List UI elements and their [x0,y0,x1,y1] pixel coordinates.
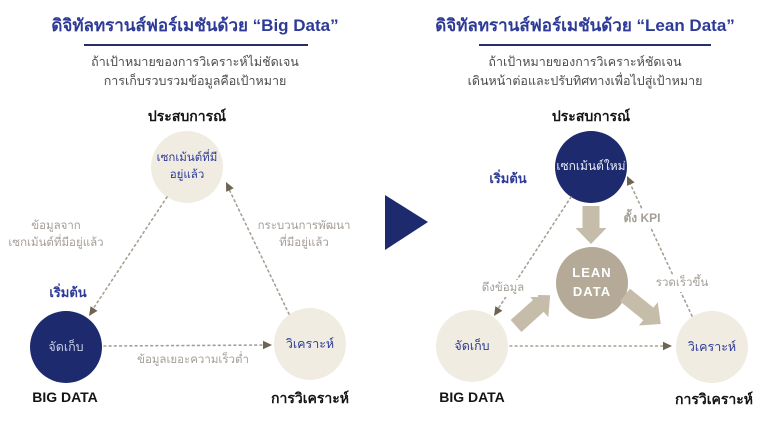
left-start-label: เริ่มต้น [49,285,87,300]
left-big-data-caption: BIG DATA [32,389,98,405]
left-edge-label-line1: ข้อมูลจาก [31,220,81,232]
lean-data-subtitle-line2: เดินหน้าต่อและปรับทิศทางเพื่อไปสู่เป้าหม… [467,74,703,88]
right-set-kpi-label: ตั้ง KPI [611,209,673,227]
left-right-edge-label: กระบวนการพัฒนา ที่มีอยู่แล้ว [243,218,365,253]
right-lean-data-line2: DATA [572,284,612,299]
left-diagram-edge-top-to-collect [90,196,168,313]
left-right-edge-label-line2: ที่มีอยู่แล้ว [279,237,329,250]
big-data-subtitle-line1: ถ้าเป้าหมายของการวิเคราะห์ไม่ชัดเจน [91,55,299,69]
arrowhead-right-to-analyze [663,341,672,351]
thick-arrow-segment-to-lean [575,206,607,244]
left-diagram-edge-analyze-to-top [226,184,290,315]
transform-arrow-icon [385,195,428,250]
left-analysis-caption: การวิเคราะห์ [271,390,349,406]
left-analyze-circle-label: วิเคราะห์ [285,336,335,351]
right-big-data-caption: BIG DATA [439,389,505,405]
right-diagram-edge-analyze-to-top [627,178,693,317]
big-data-subtitle-line2: การเก็บรวบรวมข้อมูลคือเป้าหมาย [103,74,287,88]
lean-data-subtitle-line1: ถ้าเป้าหมายของการวิเคราะห์ชัดเจน [488,55,682,69]
arrowhead-left-to-collect [89,306,98,316]
right-pull-data-label: ดึงข้อมูล [468,280,538,298]
left-analyze-circle: วิเคราะห์ [274,308,346,380]
arrowhead-right-to-collect [494,306,503,316]
lean-data-title: ดิจิทัลทรานส์ฟอร์เมชันด้วย “Lean Data” [435,16,735,35]
right-experience-label: ประสบการณ์ [551,108,631,124]
left-collect-circle: จัดเก็บ [30,311,102,383]
left-right-edge-label-line1: กระบวนการพัฒนา [257,220,351,232]
right-analysis-caption: การวิเคราะห์ [675,391,753,407]
big-data-title: ดิจิทัลทรานส์ฟอร์เมชันด้วย “Big Data” [51,16,339,35]
left-experience-label: ประสบการณ์ [147,108,227,124]
right-start-label: เริ่มต้น [489,171,527,186]
thick-arrow-lean-to-analyze [619,288,661,326]
arrowhead-right-to-top [626,176,635,186]
right-new-segment-label: เซกเม้นต์ใหม่ [556,159,626,174]
left-existing-segment-line2: อยู่แล้ว [169,169,205,181]
right-faster-label: รวดเร็วขึ้น [644,275,720,293]
arrowhead-left-to-top [226,182,234,192]
right-lean-data-line1: LEAN [572,265,612,281]
left-existing-segment-circle: เซกเม้นต์ที่มี อยู่แล้ว [151,131,223,203]
right-collect-circle-label: จัดเก็บ [454,338,490,353]
big-data-title-underline [84,44,308,46]
left-collect-circle-label: จัดเก็บ [48,339,84,354]
right-collect-circle: จัดเก็บ [436,310,508,382]
right-lean-data-circle: LEAN DATA [556,247,628,319]
left-existing-segment-line1: เซกเม้นต์ที่มี [156,152,218,165]
right-analyze-circle: วิเคราะห์ [676,311,748,383]
left-diagram-edge-collect-to-analyze [103,344,270,347]
lean-data-title-underline [479,44,711,46]
arrowhead-left-to-analyze [263,340,272,350]
right-new-segment-circle: เซกเม้นต์ใหม่ [555,131,627,203]
left-edge-label: ข้อมูลจาก เซกเม้นต์ที่มีอยู่แล้ว [0,218,112,253]
right-analyze-circle-label: วิเคราะห์ [687,339,737,354]
left-bottom-edge-label: ข้อมูลเยอะความเร็วต่ำ [137,354,249,366]
left-edge-label-line2: เซกเม้นต์ที่มีอยู่แล้ว [8,237,104,250]
thick-arrow-collect-to-lean [510,294,551,332]
